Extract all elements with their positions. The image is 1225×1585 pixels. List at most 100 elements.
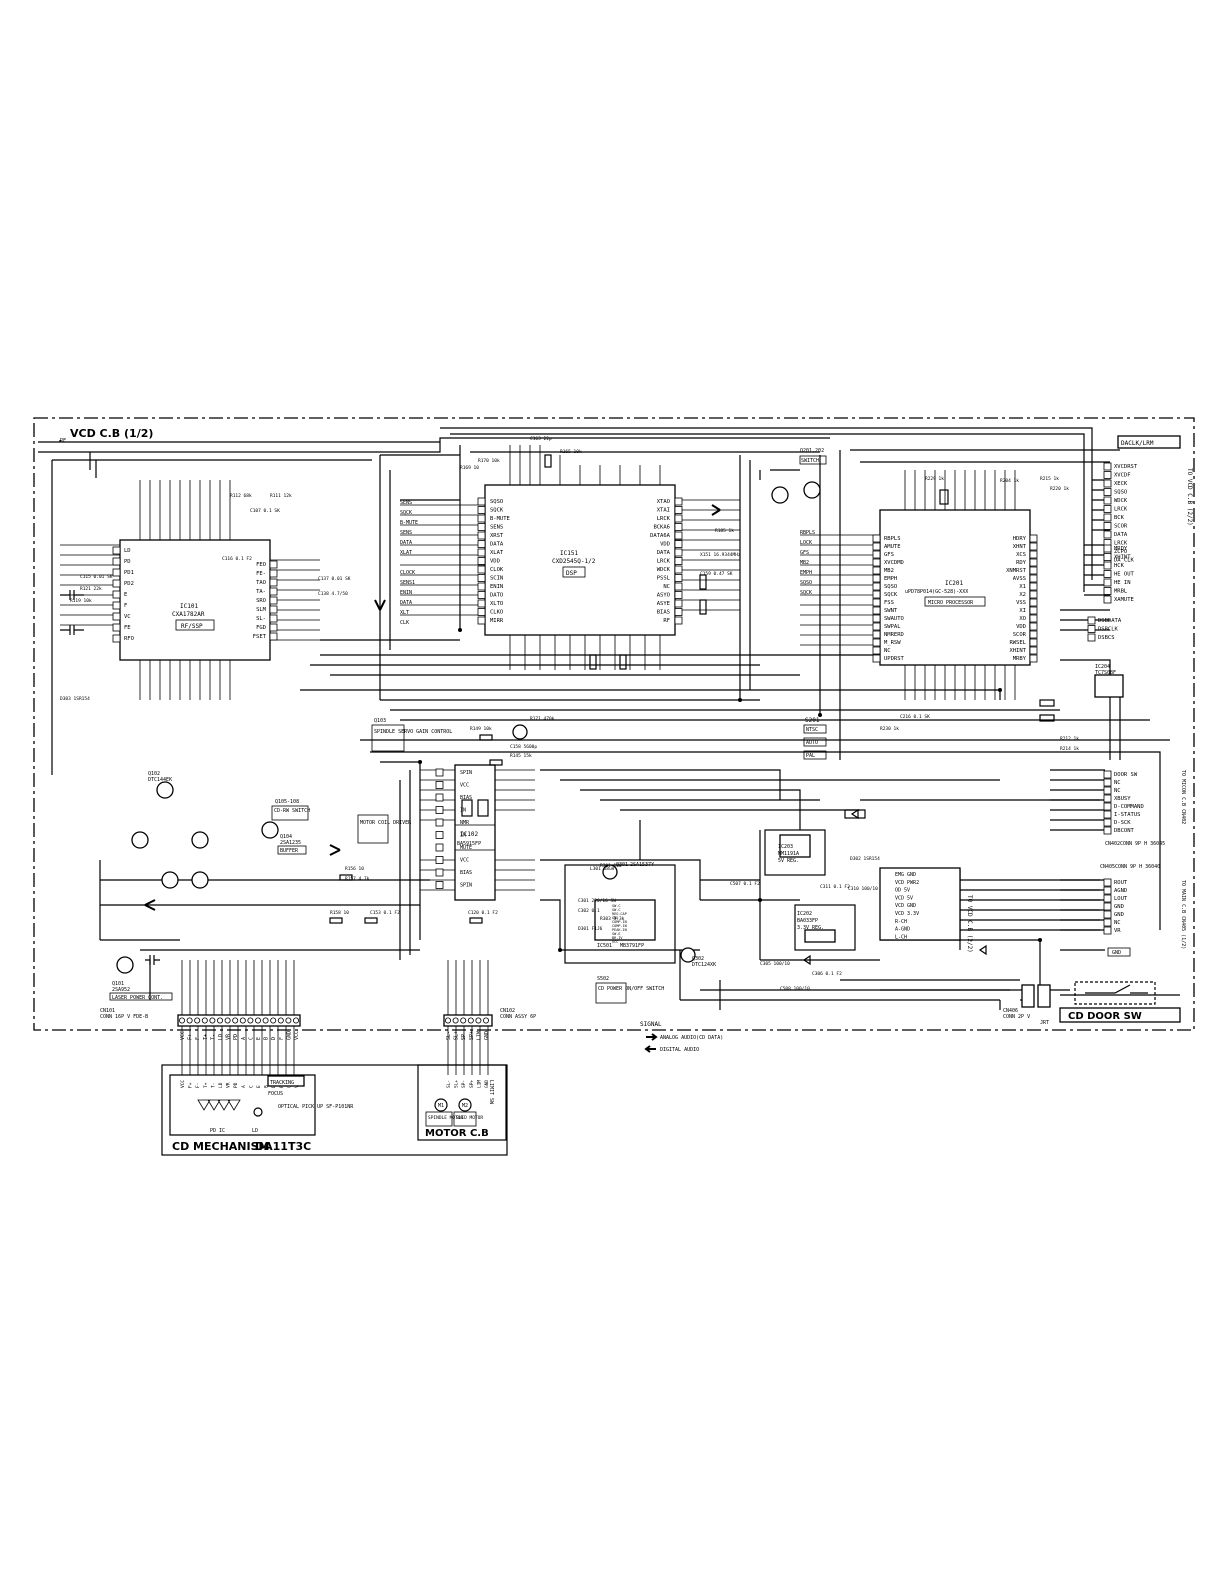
- ic151-right-pin-box: [674, 548, 683, 557]
- q102-symbol: [156, 781, 174, 799]
- ic151-right-pin-label: WDCK: [657, 567, 671, 573]
- cn101-pin: [178, 1017, 185, 1024]
- mech-pin-label: B: [264, 1085, 270, 1088]
- part-label: R303 3.3k: [600, 916, 625, 922]
- cn102-pin-label: LIM: [476, 1031, 482, 1040]
- dsp-bus-signal: DSBDATA: [1098, 618, 1122, 624]
- ic151-left-pin-label: MIRR: [490, 618, 504, 624]
- part-label: R121 22k: [80, 586, 102, 592]
- mech-pin-label: T+: [203, 1082, 209, 1088]
- cd-mechanism-model: DA11T3C: [255, 1140, 311, 1153]
- right-upper-pin-box: [1103, 513, 1112, 522]
- ic201-left-pin-box: [872, 598, 881, 607]
- vcd2-target: TO VCD C.B (2/2): [966, 895, 973, 953]
- ic201-right-pin-box: [1029, 558, 1038, 567]
- ic201-right-pin-box: [1029, 606, 1038, 615]
- ic151-left-pin-box: [477, 608, 486, 616]
- ic151-left-pin-label: CLKO: [490, 610, 503, 616]
- ic201-right-pin-box: [1029, 574, 1038, 583]
- right-mid-signal: HCK: [1114, 563, 1125, 569]
- s201-ntsc: NTSC: [806, 727, 818, 733]
- ic201-left-pin-box: [872, 630, 881, 639]
- ic501-part: MB3791FP: [620, 943, 644, 949]
- cn101-desc: CONN 16P V FDE-B: [100, 1014, 148, 1020]
- cn101-pin: [186, 1017, 193, 1024]
- right-mid-pin-box: [1103, 578, 1112, 587]
- q202-symbol: [803, 481, 821, 499]
- ic204-part: TC7S08F: [1095, 670, 1116, 676]
- ic501-pin-label: COMP.IN: [612, 924, 627, 928]
- ic151-left-pin-label: XLAT: [490, 550, 504, 556]
- cn101-pin-label: A: [241, 1037, 247, 1040]
- ic102-pin-box: [435, 768, 444, 777]
- ic151-right-pin-box: [674, 557, 683, 565]
- cn101-ref: CN101: [100, 1008, 115, 1014]
- cn101-pin-label: C: [248, 1037, 254, 1040]
- right-mid-pin-box: [1103, 570, 1112, 578]
- cn101-pin-label: T+: [203, 1034, 209, 1040]
- bus-label: SQCK: [400, 510, 412, 516]
- part-label: D302 1SR154: [850, 856, 880, 862]
- ic501-rows: SW.CSW.CREG.CAPGNDCOMP.INCOMP.INPEAK.INS…: [612, 904, 627, 944]
- ic201-right-pin-label: XCS: [1016, 552, 1026, 558]
- legend-digital: DIGITAL AUDIO: [660, 1047, 699, 1053]
- cn102-pin: [482, 1017, 489, 1024]
- spindle-motor-label: SPINDLE MOTOR: [428, 1115, 464, 1121]
- ic151-left-pin-label: DATO: [490, 593, 503, 599]
- q104-desc: BUFFER: [280, 848, 299, 854]
- q101-desc: LASER POWER CONT.: [112, 995, 163, 1001]
- ic101-right-pin-label: FSET: [253, 634, 267, 640]
- ic151-left-pin-label: B-MUTE: [490, 516, 510, 522]
- mech-pin-label: A: [241, 1085, 247, 1088]
- ic101-left-pin-label: FE: [124, 625, 131, 631]
- ic101-right-pin-label: SL-: [256, 616, 266, 622]
- ic101-left-pin-label: PD1: [124, 570, 134, 576]
- cn402-desc: CONN 9P H 36045: [1120, 841, 1165, 847]
- q104-part: 2SA1235: [280, 840, 301, 846]
- ic201-left-pin-box: [872, 638, 881, 647]
- bus-label: SQSO: [800, 580, 812, 586]
- q108-symbol: [191, 871, 209, 889]
- ic201-right-pins: HDRYXHNTXCSRDYXNMRSTAVSSX1X2VSSXIXOVDDSC…: [1006, 534, 1038, 663]
- ic102-pin-label: SPIN: [460, 770, 472, 776]
- door-pin-label: NC: [1114, 780, 1121, 786]
- ic201-left-pin-box: [872, 582, 881, 591]
- part-label: C311 0.1 F2: [820, 884, 850, 890]
- part-label: C158 5600p: [510, 744, 537, 750]
- cn101-pin: [209, 1017, 216, 1024]
- part-label: C306 0.1 F2: [812, 971, 842, 977]
- part-label: C163 22p: [530, 436, 552, 442]
- cn405-ref: CN405: [1100, 864, 1115, 870]
- ic151-left-pin-box: [477, 506, 486, 514]
- ic102-ref: IC102: [460, 831, 478, 838]
- cn101-pin: [216, 1017, 223, 1024]
- right-upper-target: TO VCD C.B (2/2): [1186, 468, 1193, 526]
- main-pin-box: [1103, 902, 1112, 911]
- ic101-function: RF/SSP: [181, 623, 203, 630]
- ic201-left-pin-label: EMPH: [884, 576, 897, 582]
- focus-label: FOCUS: [268, 1091, 283, 1097]
- ic501-pin-label: SW.E: [612, 932, 620, 936]
- motor-pin-label: SL+: [454, 1080, 460, 1088]
- ic101-left-pin-box: [112, 568, 121, 577]
- motor-pin-label: SP-: [461, 1080, 467, 1088]
- door-pin-label: DBCONT: [1114, 828, 1135, 834]
- ic151-left-pin-label: VDD: [490, 559, 500, 565]
- q105-symbol: [131, 831, 149, 849]
- part-label: C120 0.1 F2: [468, 910, 498, 916]
- ic201-right-pin-box: [1029, 654, 1038, 663]
- bus-label: ENIN: [400, 590, 412, 596]
- right-mid-signal: XAMUTE: [1114, 597, 1134, 603]
- ic201-block: IC201 uPD78P014(GC-528)-XXX MICRO PROCES…: [872, 509, 1038, 666]
- right-upper-pin-box: [1103, 488, 1112, 496]
- ic102-pin-label: NMR: [460, 820, 470, 826]
- ic151-left-pins: SQSOSQCKB-MUTESENSXRSTDATAXLATVDDCLOKSCI…: [477, 497, 510, 625]
- ic101-right-pin-box: [269, 605, 278, 614]
- ic101-left-pin-box: [112, 590, 121, 599]
- right-upper-signal: XECK: [1114, 481, 1128, 487]
- ic202-part: BA033FP: [797, 918, 818, 924]
- ic201-ref: IC201: [945, 580, 963, 587]
- bus-label: GFS: [800, 550, 809, 556]
- bus-label: XLAT: [400, 550, 412, 556]
- ic201-left-pin-label: FSS: [884, 600, 894, 606]
